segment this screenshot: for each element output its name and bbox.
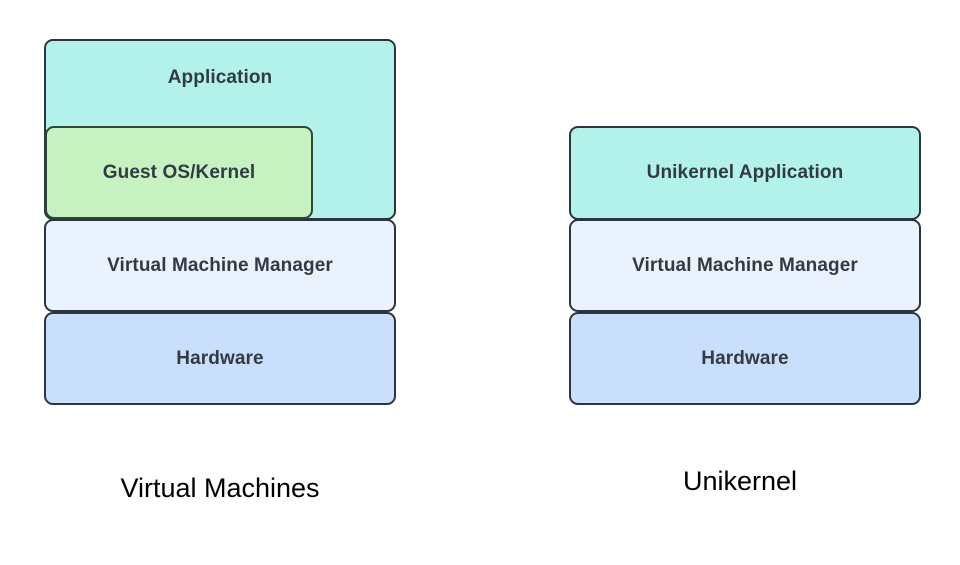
unikernel-hardware-label: Hardware: [701, 347, 789, 369]
unikernel-caption: Unikernel: [682, 466, 798, 496]
unikernel-hardware-box: Hardware: [569, 312, 921, 405]
vm-guest-os-kernel-box: Guest OS/Kernel: [45, 126, 313, 219]
vm-hardware-box: Hardware: [44, 312, 396, 405]
unikernel-virtual-machine-manager-box: Virtual Machine Manager: [569, 219, 921, 312]
unikernel-virtual-machine-manager-label: Virtual Machine Manager: [632, 254, 858, 276]
vm-guest-os-kernel-label: Guest OS/Kernel: [102, 161, 256, 183]
unikernel-application-label: Unikernel Application: [646, 162, 844, 183]
vm-application-label: Application: [167, 67, 273, 88]
vm-hardware-label: Hardware: [176, 347, 264, 369]
unikernel-application-box: Unikernel Application: [569, 126, 921, 220]
vm-virtual-machine-manager-label: Virtual Machine Manager: [107, 254, 333, 276]
virtual-machines-caption: Virtual Machines: [120, 473, 320, 503]
vm-virtual-machine-manager-box: Virtual Machine Manager: [44, 219, 396, 312]
